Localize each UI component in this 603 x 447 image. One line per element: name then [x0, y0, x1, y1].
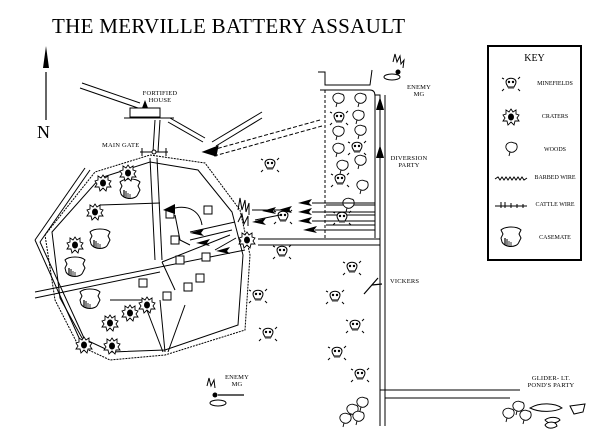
arrow-icon: [298, 208, 312, 215]
label-enemy-mg-north: ENEMY MG: [406, 84, 432, 98]
woods-icon: [354, 154, 367, 170]
key-row-woods: WOODS: [493, 135, 579, 165]
woods-icon: [332, 125, 345, 141]
minefield-icon: [260, 157, 280, 173]
key-label: MINEFIELDS: [537, 80, 573, 87]
woods-icon: [354, 124, 367, 140]
bunker-icon: [203, 205, 213, 215]
key-label: CRATERS: [541, 113, 569, 120]
approach-arrow: [201, 119, 323, 157]
casemate-icon: [64, 256, 86, 278]
woods-icon: [519, 409, 532, 425]
label-fortified-house: FORTIFIED HOUSE: [142, 90, 178, 104]
casemate-icon: [500, 226, 522, 248]
minefield-icon: [248, 288, 268, 304]
minefield-icon: [345, 318, 365, 334]
battery-perimeter: [34, 154, 251, 361]
label-enemy-mg-south: ENEMY MG: [224, 374, 250, 388]
key-row-barbed-wire: BARBED WIRE: [493, 163, 579, 193]
woods-icon: [332, 92, 345, 108]
arrow-icon: [303, 226, 317, 233]
woods-icon: [356, 179, 369, 195]
arrow-icon: [196, 239, 210, 246]
minefield-icon: [501, 76, 521, 92]
bunker-icon: [195, 273, 205, 283]
woods-icon: [342, 197, 355, 213]
minefield-icon: [272, 244, 292, 260]
craters: [66, 164, 256, 355]
label-glider-party: GLIDER- LT. POND'S PARTY: [527, 375, 575, 389]
woods-icon: [352, 410, 365, 426]
minefield-icon: [347, 140, 367, 156]
glider-icon: [569, 403, 586, 415]
crater-icon: [94, 174, 112, 192]
woods-icon: [332, 142, 345, 158]
breach-explosion: [237, 197, 250, 226]
woods-icon: [336, 159, 349, 175]
key-row-minefields: MINEFIELDS: [493, 69, 579, 99]
key-label: WOODS: [544, 146, 566, 153]
north-arrow: [43, 46, 49, 120]
bunker-icon: [175, 255, 185, 265]
crater-icon: [101, 314, 119, 332]
enemy-mg-north-marker: [383, 53, 405, 81]
key-label: BARBED WIRE: [534, 174, 576, 181]
key-label: CATTLE WIRE: [535, 201, 575, 208]
label-main-gate: MAIN GATE: [102, 142, 140, 149]
bunker-icon: [170, 235, 180, 245]
label-vickers: VICKERS: [390, 278, 420, 285]
fortified-house: [129, 100, 161, 118]
crater-icon: [121, 304, 139, 322]
minefields: [248, 110, 370, 383]
key-row-cattle-wire: CATTLE WIRE: [493, 190, 579, 220]
arrow-icon: [298, 199, 312, 206]
woods-icon: [354, 92, 367, 108]
arrow-icon: [298, 217, 312, 224]
crater-icon: [238, 231, 256, 249]
minefield-icon: [327, 345, 347, 361]
glider-icon: [544, 421, 558, 429]
key-title: KEY: [524, 53, 545, 64]
map-title: THE MERVILLE BATTERY ASSAULT: [52, 14, 406, 38]
bunker-icon: [183, 282, 193, 292]
bunker-icon: [201, 252, 211, 262]
main-gate: [140, 148, 168, 156]
cattle-wire-icon: [495, 202, 527, 208]
enemy-mg-south-marker: [206, 377, 244, 407]
label-diversion-party: DIVERSION PARTY: [390, 155, 428, 169]
bunker-icon: [138, 278, 148, 288]
key-row-craters: CRATERS: [493, 102, 579, 132]
map-key: KEY MINEFIELDS CRATERS WOODS BARBED WIRE: [487, 45, 582, 261]
bunker-icon: [162, 291, 172, 301]
crater-icon: [502, 108, 520, 126]
key-label: CASEMATE: [539, 234, 571, 241]
vickers-marker: [363, 277, 383, 295]
minefield-icon: [325, 289, 345, 305]
key-row-casemate: CASEMATE: [493, 223, 579, 253]
casemate-icon: [89, 228, 111, 250]
minefield-icon: [342, 260, 362, 276]
barbed-wire-icon: [494, 176, 528, 181]
casemate-icon: [79, 288, 101, 310]
minefield-icon: [332, 210, 352, 226]
minefield-icon: [329, 110, 349, 126]
crater-icon: [138, 296, 156, 314]
minefield-icon: [350, 367, 370, 383]
crater-icon: [86, 203, 104, 221]
crater-icon: [66, 236, 84, 254]
glider-icon: [528, 403, 563, 412]
woods-icon: [502, 407, 515, 423]
roads: [79, 69, 520, 426]
diversion-party-arrows: [376, 97, 384, 170]
woods-icon: [505, 141, 518, 157]
casemate-icon: [119, 178, 141, 200]
woods-icon: [352, 109, 365, 125]
woods-icon: [339, 412, 352, 428]
north-label: N: [37, 122, 50, 142]
gliders: [528, 403, 586, 429]
assault-arrows: [163, 199, 317, 254]
minefield-icon: [330, 172, 350, 188]
minefield-icon: [258, 326, 278, 342]
